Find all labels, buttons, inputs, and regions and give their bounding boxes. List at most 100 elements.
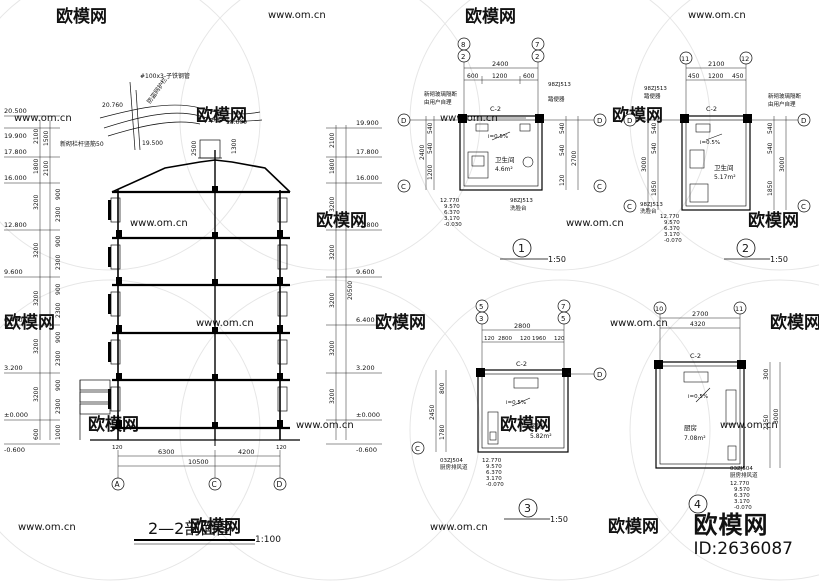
left-level-lines [4,115,60,445]
window-code: C-2 [690,352,701,360]
level-label: 20.500 [4,107,27,115]
dim-text: 120 [520,336,531,342]
watermark-brand: 欧模网 [465,6,516,27]
dim-text: 2400 [492,60,509,68]
dim-text: 3200 [33,243,40,258]
section-scale: 1:100 [255,535,281,545]
level-label: -0.600 [4,446,25,454]
level-label: 17.800 [356,148,379,156]
detail-1-bathroom: 8 2 7 2 2400 600 1200 600 98ZJ513 踏便器 新砌… [397,37,607,264]
dim-text: 1780 [439,425,446,440]
dim-text: 900 [55,331,62,343]
dim-text: 120 [484,336,495,342]
column [680,114,689,123]
asset-id: ID:2636087 [693,539,793,559]
dim-text: 2800 [514,322,531,330]
level-label: 9.600 [356,268,375,276]
level-value: 3.170 [664,232,680,238]
dim-text: 3200 [33,339,40,354]
level-value: 12.770 [440,198,460,204]
brand-footer: 欧模网 ID:2636087 [693,512,793,560]
detail-number: 4 [694,498,701,511]
level-value: -0.030 [444,222,462,228]
watermark-site: www.om.cn [296,420,354,431]
axis-bubble [797,199,811,213]
dim-text: 2450 [429,405,436,420]
dim-text: 600 [467,73,479,80]
level-value: 9.570 [444,204,460,210]
detail-number: 3 [524,502,531,515]
fixture-note: 03ZJ504 [440,458,463,464]
room-outline [477,369,569,453]
dim-text: 900 [55,188,62,200]
axis-label: 2 [535,53,539,61]
slope-text: i=0.5% [506,400,526,406]
level-value: -0.070 [734,505,752,511]
dim-text: 2300 [55,399,62,414]
axis-label: 5 [561,315,565,323]
watermark-site: www.om.cn [268,10,326,21]
toilet-fixture [689,149,705,169]
dim-text: 3200 [329,245,336,260]
watermark-brand: 欧模网 [748,210,799,231]
watermark-brand: 欧模网 [500,414,551,435]
watermark-site: www.om.cn [440,113,498,124]
room-inner [685,119,747,207]
fixture-note: 由用户自理 [424,98,452,106]
level-value: 9.570 [664,220,680,226]
slope-text: i=0.5% [688,394,708,400]
dim-text: 540 [767,142,774,154]
fixture-note: 98ZJ513 [644,86,667,92]
level-value: 6.370 [444,210,460,216]
level-list: 12.770 9.570 6.370 3.170 -0.070 [730,481,752,511]
section-title-block: 2—2剖面图 1:100 [134,519,281,545]
axis-label: 3 [479,315,483,323]
level-label: 12.800 [4,221,27,229]
room-outline [681,115,751,211]
detail-scale: 1:50 [550,515,568,524]
dim-text: 2100 [708,60,725,68]
fixture-note: 由用户自理 [768,100,796,108]
dim-text: 3200 [329,197,336,212]
dim-text: 120 [559,174,566,186]
window-code: C-2 [706,105,717,113]
room-outline [459,115,543,191]
axis-label: D [627,117,632,125]
room-area: 4.6m² [495,166,513,173]
dim-text: 1960 [532,336,546,342]
dim-text: 1200 [708,73,723,80]
axis-bubble [397,179,411,193]
axis-label: C [401,183,406,191]
slope-arrow [695,387,711,403]
fixture-note: 98ZJ513 [548,82,571,88]
room-inner [463,119,539,187]
detail-number: 1 [518,242,525,255]
dim-text: 900 [55,379,62,391]
level-label: ±0.000 [4,411,28,419]
left-dimensions: 2100 1800 3200 3200 3200 3200 3200 600 1… [33,129,62,440]
dim-text: 900 [55,283,62,295]
toilet-fixture [519,123,531,132]
dim-text: 450 [688,73,700,80]
room-area: 7.08m² [684,435,706,442]
level-value: -0.070 [664,238,682,244]
axis-label: D [801,117,806,125]
level-value: 6.370 [734,493,750,499]
dim-text: 1000 [55,425,62,440]
dim-text: 450 [732,73,744,80]
axis-label: D [277,480,283,489]
level-value: 3.170 [444,216,460,222]
axis-label: 7 [561,303,565,311]
level-label: -0.600 [356,446,377,454]
axis-label: D [597,117,602,125]
axis-label: 12 [741,55,749,63]
dim-text: 20500 [347,281,354,300]
level-value: 3.170 [734,499,750,505]
column [654,360,663,369]
roof-pergola [99,81,263,159]
detail-number-circle [736,238,756,258]
counter-fixture [487,411,499,445]
level-label: 16.000 [4,174,27,182]
